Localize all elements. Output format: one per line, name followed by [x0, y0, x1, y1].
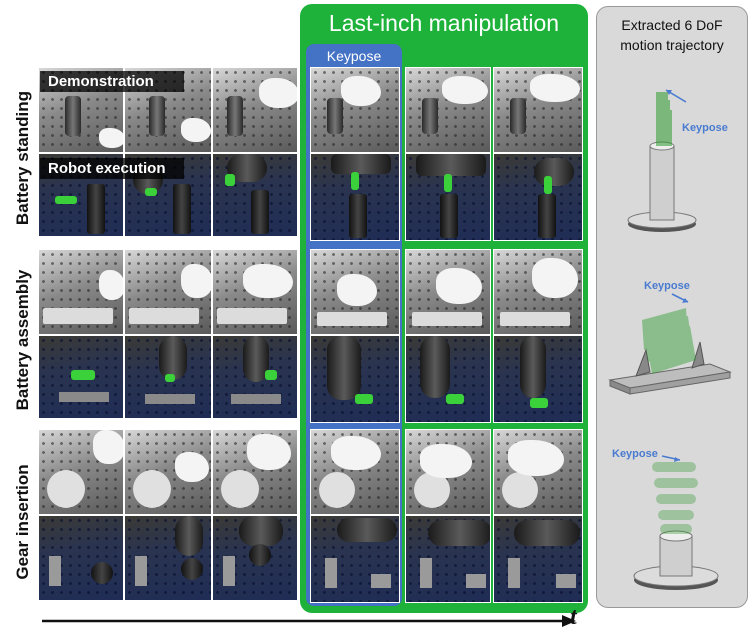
- panel-battery-standing-robot-5: [405, 153, 491, 241]
- trajectory-title-line2: motion trajectory: [620, 37, 724, 53]
- demonstration-tag: Demonstration: [40, 71, 184, 92]
- panel-battery-assembly-robot-5: [405, 335, 491, 423]
- last-inch-title: Last-inch manipulation: [328, 10, 560, 36]
- keypose-label-battery-assembly: Keypose: [644, 280, 690, 292]
- panel-battery-assembly-demo-key: [310, 249, 400, 335]
- row-label-battery-standing: Battery standing: [13, 90, 32, 226]
- panel-gear-insertion-robot-6: [493, 515, 583, 603]
- panel-gear-insertion-robot-3: [212, 515, 298, 601]
- panel-battery-assembly-demo-2: [124, 249, 212, 335]
- panel-battery-assembly-demo-6: [493, 249, 583, 335]
- panel-gear-insertion-robot-key: [310, 515, 400, 603]
- panel-battery-assembly-demo-3: [212, 249, 298, 335]
- robot-execution-tag: Robot execution: [40, 158, 184, 179]
- panel-battery-standing-demo-3: [212, 67, 298, 153]
- time-axis-label: t: [570, 604, 577, 630]
- panel-gear-insertion-robot-1: [38, 515, 124, 601]
- panel-gear-insertion-demo-6: [493, 429, 583, 515]
- panel-battery-assembly-robot-1: [38, 335, 124, 419]
- trajectory-battery-standing: [627, 89, 697, 232]
- panel-battery-assembly-robot-6: [493, 335, 583, 423]
- panel-gear-insertion-demo-2: [124, 429, 212, 515]
- panel-battery-standing-robot-6: [493, 153, 583, 241]
- panel-battery-assembly-robot-2: [124, 335, 212, 419]
- panel-battery-standing-robot-key: [310, 153, 400, 241]
- trajectory-title-line1: Extracted 6 DoF: [621, 17, 723, 33]
- trajectory-battery-assembly: [608, 293, 732, 395]
- panel-gear-insertion-demo-1: [38, 429, 124, 515]
- panel-gear-insertion-robot-5: [405, 515, 491, 603]
- panel-battery-standing-demo-5: [405, 67, 491, 153]
- time-axis-arrow: [42, 615, 576, 627]
- trajectory-gear-insertion: [633, 455, 719, 590]
- panel-battery-assembly-robot-key: [310, 335, 400, 423]
- panel-battery-standing-demo-6: [493, 67, 583, 153]
- panel-gear-insertion-demo-key: [310, 429, 400, 515]
- panel-gear-insertion-demo-5: [405, 429, 491, 515]
- keypose-column-title: Keypose: [326, 48, 382, 64]
- panel-battery-assembly-demo-1: [38, 249, 124, 335]
- panel-gear-insertion-robot-2: [124, 515, 212, 601]
- panel-battery-assembly-robot-3: [212, 335, 298, 419]
- row-label-battery-assembly: Battery assembly: [13, 269, 32, 411]
- row-label-gear-insertion: Gear insertion: [13, 464, 32, 580]
- panel-battery-standing-robot-3: [212, 153, 298, 237]
- panel-battery-assembly-demo-5: [405, 249, 491, 335]
- trajectory-panel: [596, 6, 748, 608]
- panel-battery-standing-demo-key: [310, 67, 400, 153]
- keypose-label-gear-insertion: Keypose: [612, 448, 658, 460]
- keypose-label-battery-standing: Keypose: [682, 122, 728, 134]
- panel-gear-insertion-demo-3: [212, 429, 298, 515]
